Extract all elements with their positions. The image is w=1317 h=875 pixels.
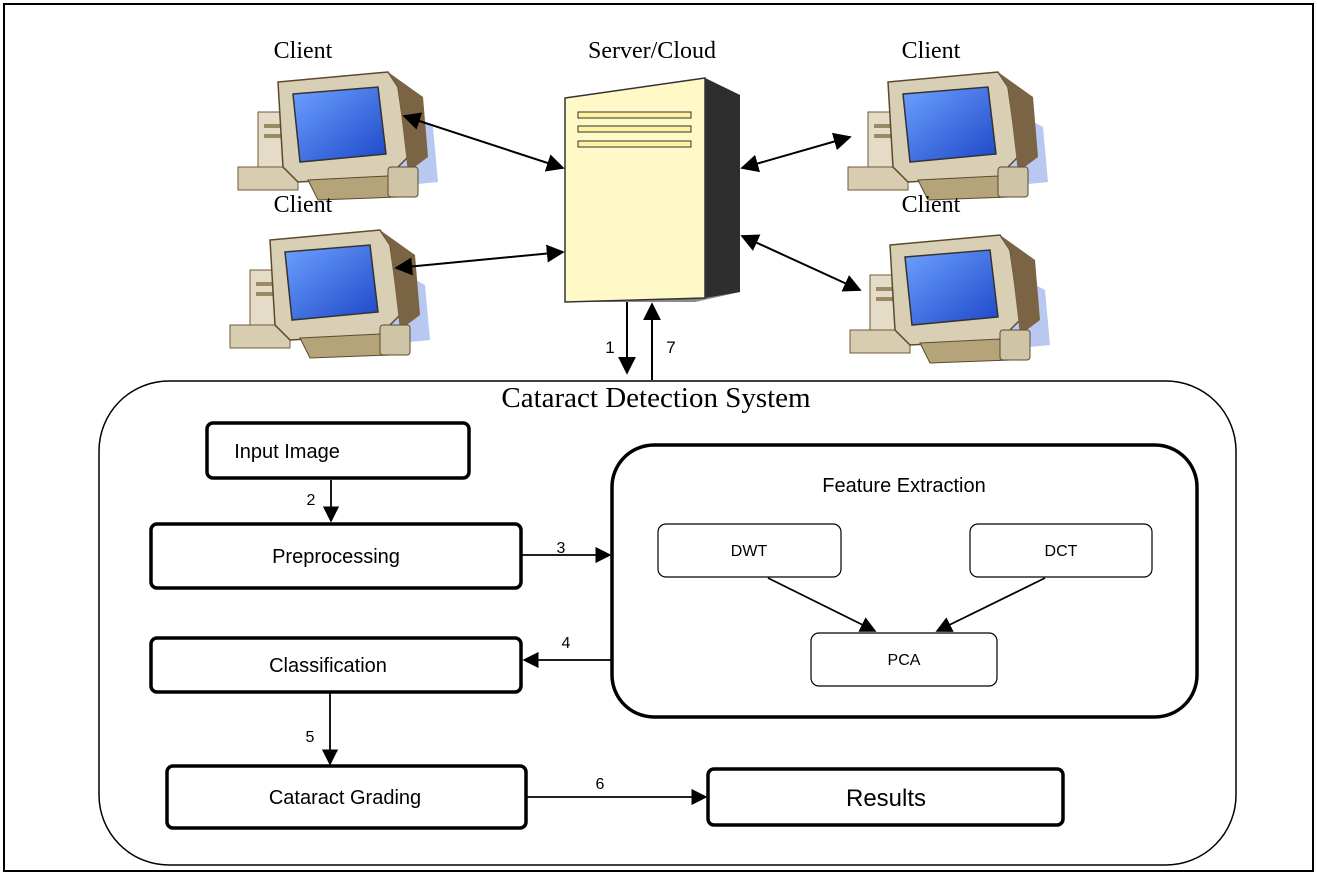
client-label-top-right: Client bbox=[902, 38, 961, 64]
client-icon-top-left bbox=[237, 71, 439, 201]
box-preprocessing: Preprocessing bbox=[149, 522, 523, 590]
box-feature-extraction: Feature Extraction bbox=[610, 443, 1199, 719]
svg-text:DWT: DWT bbox=[731, 543, 768, 560]
client-label-top-left: Client bbox=[274, 38, 333, 64]
svg-text:Input Image: Input Image bbox=[234, 441, 340, 463]
arrow-dct-pca bbox=[935, 577, 1046, 632]
client-icon-bottom-left bbox=[229, 229, 431, 359]
link-client-bottom-right bbox=[740, 234, 862, 292]
step-label-2: 2 bbox=[307, 492, 316, 509]
svg-text:Cataract Grading: Cataract Grading bbox=[269, 787, 421, 809]
page-frame bbox=[3, 3, 1314, 872]
svg-text:DCT: DCT bbox=[1045, 543, 1078, 560]
client-label-bottom-right: Client bbox=[902, 192, 961, 218]
svg-text:Feature Extraction: Feature Extraction bbox=[822, 475, 985, 497]
step-label-7: 7 bbox=[666, 338, 675, 357]
svg-text:Classification: Classification bbox=[269, 655, 387, 677]
step-label-3: 3 bbox=[557, 540, 566, 557]
box-input-image: Input Image bbox=[205, 421, 471, 480]
step-label-6: 6 bbox=[596, 776, 605, 793]
box-pca: PCA bbox=[810, 632, 998, 687]
client-icon-top-right bbox=[847, 71, 1049, 201]
server-icon bbox=[564, 77, 740, 303]
system-title: Cataract Detection System bbox=[501, 382, 811, 414]
client-icon-bottom-right bbox=[849, 234, 1051, 364]
step-label-1: 1 bbox=[605, 338, 614, 357]
step-label-5: 5 bbox=[306, 729, 315, 746]
step-label-4: 4 bbox=[562, 635, 571, 652]
box-cataract-grading: Cataract Grading bbox=[165, 764, 528, 830]
client-label-bottom-left: Client bbox=[274, 192, 333, 218]
server-label: Server/Cloud bbox=[588, 38, 716, 64]
link-client-top-left bbox=[402, 112, 565, 172]
box-results: Results bbox=[706, 767, 1065, 827]
link-client-bottom-left bbox=[394, 244, 565, 276]
svg-text:PCA: PCA bbox=[888, 652, 921, 669]
system-container bbox=[98, 380, 1237, 866]
link-client-top-right bbox=[740, 132, 852, 173]
svg-text:Preprocessing: Preprocessing bbox=[272, 546, 400, 568]
svg-text:Results: Results bbox=[846, 785, 926, 812]
box-dwt: DWT bbox=[657, 523, 842, 578]
arrow-dwt-pca bbox=[767, 577, 877, 632]
box-classification: Classification bbox=[149, 636, 523, 694]
box-dct: DCT bbox=[969, 523, 1153, 578]
